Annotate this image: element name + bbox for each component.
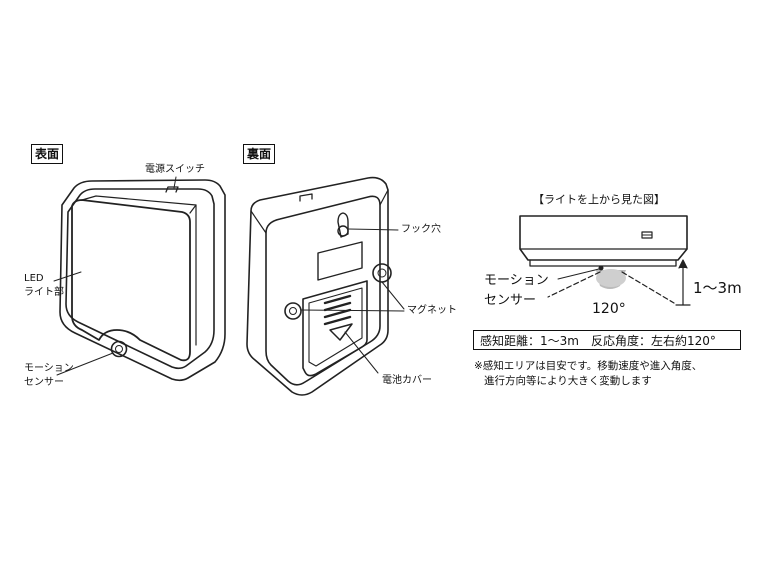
magnet-left-icon [284, 302, 302, 320]
distance-label: 1〜3m [693, 279, 742, 297]
distance-arrow [675, 259, 691, 306]
led-label-line2: ライト部 [24, 287, 64, 298]
led-label-line1: LED [24, 273, 44, 284]
front-tag: 表面 [31, 144, 64, 164]
note-line2: 進行方向等により大きく変動します [484, 375, 652, 387]
battery-cover-label: 電池カバー [382, 375, 432, 386]
top-sensor-label-line1: モーション [484, 273, 549, 288]
angle-label: 120° [592, 301, 626, 317]
hook-hole-icon [337, 212, 349, 238]
hook-hole-label: フック穴 [401, 224, 441, 235]
front-motion-sensor-icon [110, 340, 128, 358]
battery-cover-icon [302, 280, 368, 377]
front-sensor-label-line1: モーション [24, 363, 74, 374]
top-view-title: 【ライトを上から見た図】 [533, 193, 665, 206]
back-device [246, 176, 392, 396]
magnet-label: マグネット [407, 305, 457, 316]
spec-box: 感知距離：1〜3m 反応角度：左右約120° [473, 330, 741, 350]
back-leader-lines [300, 228, 405, 374]
detection-angle-lines [547, 271, 675, 304]
top-sensor-label-line2: センサー [484, 293, 537, 308]
top-view-device [519, 215, 688, 267]
power-switch-label: 電源スイッチ [145, 164, 205, 175]
note-line1: ※感知エリアは目安です。移動速度や進入角度、 [474, 360, 703, 372]
front-leader-lines [53, 176, 177, 376]
front-sensor-label-line2: センサー [24, 377, 64, 388]
back-tag: 裏面 [243, 144, 276, 164]
front-device [59, 179, 226, 382]
top-motion-sensor-icon [598, 265, 604, 271]
